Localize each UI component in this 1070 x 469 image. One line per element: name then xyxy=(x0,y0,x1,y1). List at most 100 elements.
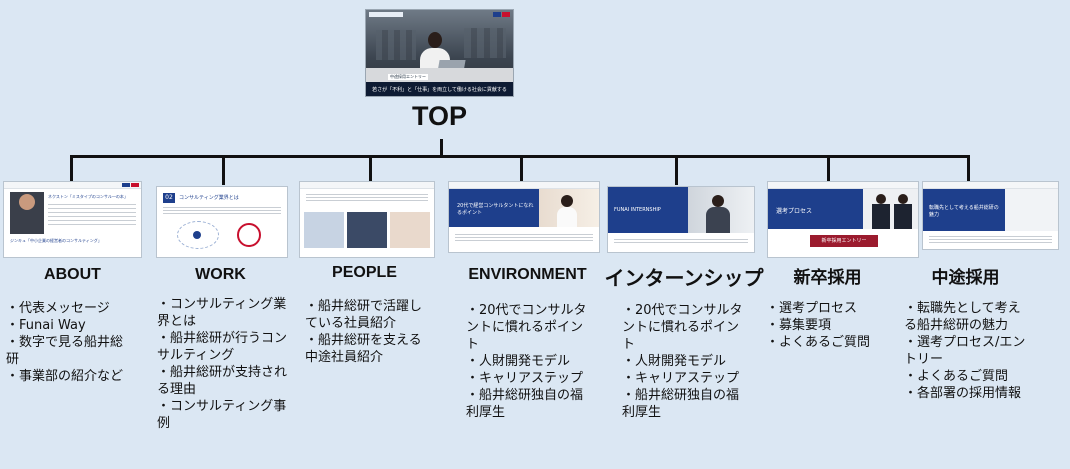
list-item: ・事業部の紹介など xyxy=(6,369,124,384)
portrait-face xyxy=(19,194,35,210)
hero-panel xyxy=(449,189,539,227)
drop-line xyxy=(967,155,970,182)
list-item: ・キャリアステップ xyxy=(622,371,740,386)
list-item: ・選考プロセス/エントリー xyxy=(904,335,1026,367)
drop-line xyxy=(222,155,225,185)
person-head xyxy=(561,195,573,207)
about-items: ・代表メッセージ ・Funai Way ・数字で見る船井総研 ・事業部の紹介など xyxy=(6,300,126,385)
staff-photo xyxy=(304,212,344,248)
list-item: ・よくあるご質問 xyxy=(766,335,871,350)
thumb-heading: FUNAI INTERNSHIP xyxy=(614,207,661,213)
new-grad-thumbnail: 選考プロセス 新卒採用エントリー xyxy=(768,182,918,257)
logo xyxy=(369,12,403,17)
office-background xyxy=(376,30,416,60)
drop-line xyxy=(827,155,830,182)
nav-button xyxy=(502,12,510,17)
environment-items: ・20代でコンサルタントに慣れるポイント ・人財開発モデル ・キャリアステップ … xyxy=(466,302,592,421)
mid-career-thumbnail: 転職先として考える船井総研の魅力 xyxy=(923,182,1058,249)
hero-caption: 若さが「不利」と「仕事」を両立して働ける社会に貢献する xyxy=(372,87,507,93)
hero-panel xyxy=(923,189,1005,231)
list-item: ・転職先として考える船井総研の魅力 xyxy=(904,301,1021,333)
work-items: ・コンサルティング業界とは ・船井総研が行うコンサルティング ・船井総研が支持さ… xyxy=(157,296,287,432)
thumb-heading: コンサルティング業界とは xyxy=(179,195,239,201)
list-item: ・船井総研で活躍している社員紹介 xyxy=(305,299,423,331)
text-lines xyxy=(306,194,428,202)
person-head xyxy=(876,194,886,204)
hero-panel xyxy=(768,189,863,229)
list-item: ・各部署の採用情報 xyxy=(904,386,1022,401)
list-item: ・船井総研独自の福利厚生 xyxy=(466,388,584,420)
section-title-internship: インターンシップ xyxy=(604,268,764,290)
text-lines xyxy=(455,234,593,242)
list-item: ・よくあるご質問 xyxy=(904,369,1009,384)
staff-photo xyxy=(390,212,430,248)
list-item: ・代表メッセージ xyxy=(6,301,110,316)
people-items: ・船井総研で活躍している社員紹介 ・船井総研を支える中途社員紹介 xyxy=(305,298,433,366)
list-item: ・船井総研が行うコンサルティング xyxy=(157,331,288,363)
list-item: ・選考プロセス xyxy=(766,301,858,316)
list-item: ・船井総研が支持される理由 xyxy=(157,365,288,397)
person-body xyxy=(872,204,890,229)
person-head xyxy=(712,195,724,207)
thumb-note: ジンキュ「中小企業の経営者のコンサルティング」 xyxy=(10,238,102,243)
environment-thumbnail: 20代で経営コンサルタントになれるポイント xyxy=(449,182,599,252)
target-icon xyxy=(237,223,261,247)
list-item: ・人財開発モデル xyxy=(466,354,571,369)
person-body xyxy=(557,207,577,227)
caption-bar xyxy=(366,82,513,96)
internship-items: ・20代でコンサルタントに慣れるポイント ・人財開発モデル ・キャリアステップ … xyxy=(622,302,748,421)
list-item: ・船井総研独自の福利厚生 xyxy=(622,388,740,420)
drop-line xyxy=(369,155,372,182)
drop-line xyxy=(520,155,523,182)
thumb-heading: ネクストン「ミスタイプのコンサル―の本」 xyxy=(48,194,128,199)
work-thumbnail: 02 コンサルティング業界とは xyxy=(157,187,287,257)
person-body xyxy=(894,204,912,229)
new-grad-items: ・選考プロセス ・募集要項 ・よくあるご質問 xyxy=(766,300,896,351)
top-label: TOP xyxy=(411,101,467,131)
section-title-mid-career: 中途採用 xyxy=(931,268,1000,287)
section-title-work: WORK xyxy=(195,266,246,283)
diagram-node xyxy=(193,231,201,239)
thumb-heading: 転職先として考える船井総研の魅力 xyxy=(929,205,999,218)
person-head xyxy=(428,32,442,48)
drop-line xyxy=(675,155,678,185)
thumb-heading: 選考プロセス xyxy=(776,208,813,215)
internship-thumbnail: FUNAI INTERNSHIP xyxy=(608,187,754,252)
office-background xyxy=(464,28,506,58)
list-item: ・20代でコンサルタントに慣れるポイント xyxy=(622,303,743,352)
people-thumbnail xyxy=(300,182,434,257)
thumb-heading: 20代で経営コンサルタントになれるポイント xyxy=(457,203,534,216)
section-title-environment: ENVIRONMENT xyxy=(468,266,587,283)
section-title-people: PEOPLE xyxy=(332,264,397,281)
text-lines xyxy=(163,207,281,215)
entry-button: 新卒採用エントリー xyxy=(810,235,878,247)
person-head xyxy=(898,194,908,204)
list-item: ・船井総研を支える中途社員紹介 xyxy=(305,333,422,365)
top-page-thumbnail: 中途採用エントリー 若さが「不利」と「仕事」を両立して働ける社会に貢献する xyxy=(366,10,513,96)
list-item: ・人財開発モデル xyxy=(622,354,727,369)
drop-line xyxy=(70,155,73,182)
hero-photo xyxy=(1005,189,1058,231)
text-lines xyxy=(48,204,136,228)
text-lines xyxy=(614,239,748,245)
section-title-new-grad: 新卒採用 xyxy=(793,268,862,287)
list-item: ・Funai Way xyxy=(6,318,86,333)
mid-career-items: ・転職先として考える船井総研の魅力 ・選考プロセス/エントリー ・よくあるご質問… xyxy=(904,300,1030,402)
list-item: ・数字で見る船井総研 xyxy=(6,335,124,367)
list-item: ・募集要項 xyxy=(766,318,832,333)
section-number: 02 xyxy=(163,193,175,203)
about-thumbnail: ネクストン「ミスタイプのコンサル―の本」 ジンキュ「中小企業の経営者のコンサルテ… xyxy=(4,182,141,257)
staff-photo xyxy=(347,212,387,248)
trunk-line xyxy=(440,139,443,157)
list-item: ・コンサルティング事例 xyxy=(157,399,287,431)
hero-button: 中途採用エントリー xyxy=(388,74,428,80)
nav-button xyxy=(493,12,501,17)
text-lines xyxy=(929,236,1052,244)
diagram-circle xyxy=(177,221,219,249)
list-item: ・20代でコンサルタントに慣れるポイント xyxy=(466,303,587,352)
person-body xyxy=(706,207,730,233)
list-item: ・コンサルティング業界とは xyxy=(157,297,287,329)
list-item: ・キャリアステップ xyxy=(466,371,584,386)
section-title-about: ABOUT xyxy=(44,266,101,283)
